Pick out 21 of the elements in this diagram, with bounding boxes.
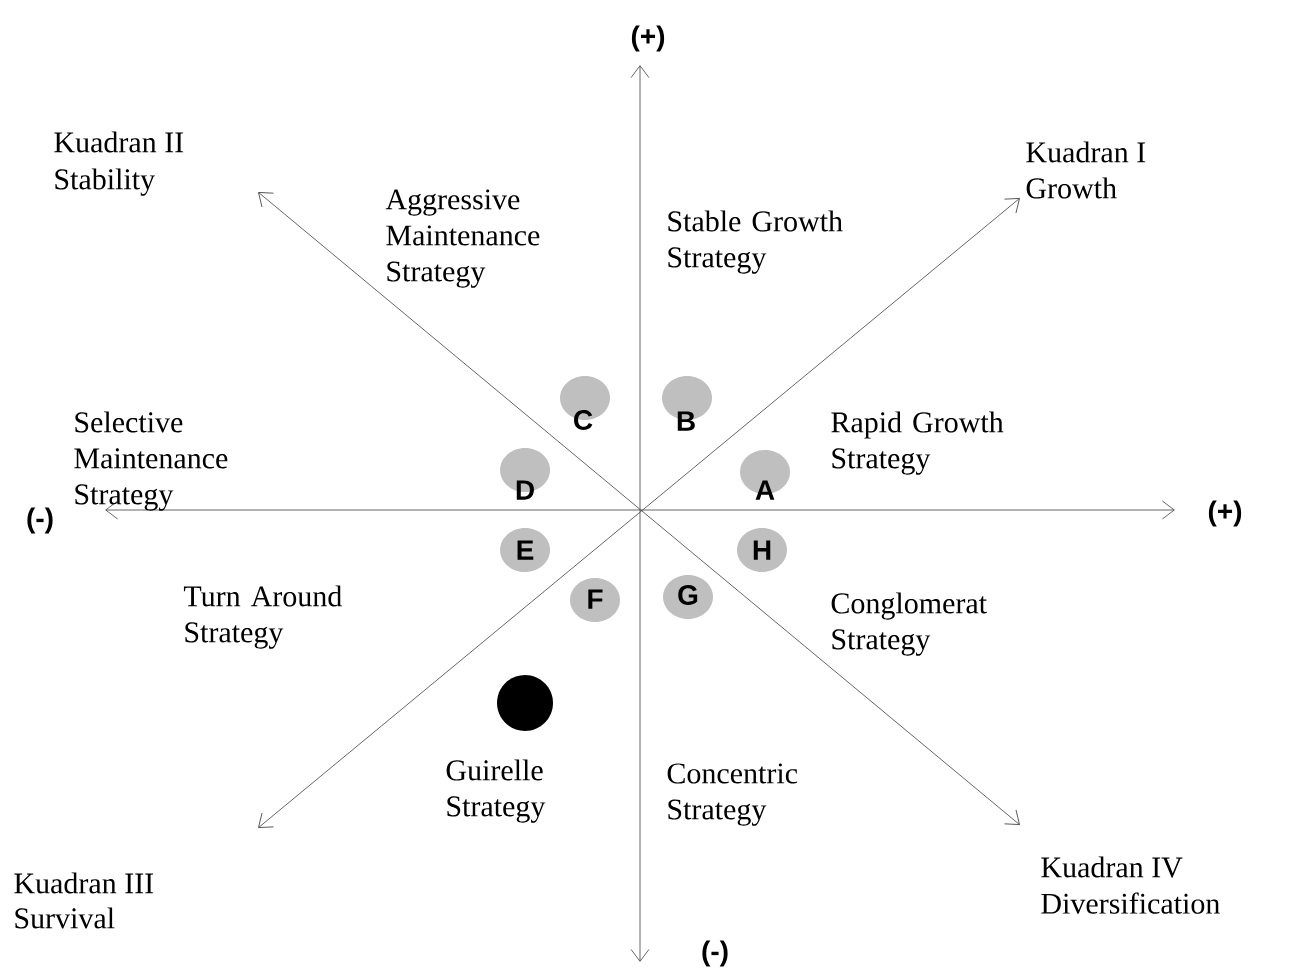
quadrant-label: Diversification xyxy=(1041,892,1220,914)
strategy-label: Concentric Strategy xyxy=(667,763,798,826)
axis-sign: (+) xyxy=(1208,500,1242,527)
quadrant-label: Kuadran I xyxy=(1026,141,1146,163)
quadrant-label: Kuadran III xyxy=(14,872,154,894)
quadrant-label: Survival xyxy=(15,907,115,929)
strategy-label: Aggressive Maintenance Strategy xyxy=(385,189,540,288)
strategy-label: Selective Maintenance Strategy xyxy=(74,411,228,511)
strategy-label: Conglomerat Strategy xyxy=(831,592,987,656)
strategy-label: Rapid Growth Strategy xyxy=(831,411,1004,475)
strategy-label: Turn Around Strategy xyxy=(183,585,342,649)
strategy-label: Stable Growth Strategy xyxy=(668,210,843,274)
strategy-label: Guirelle Strategy xyxy=(446,759,546,823)
axis-sign: (+) xyxy=(631,25,665,52)
quadrant-label: Stability xyxy=(55,168,155,196)
axis-sign: (-) xyxy=(27,507,53,534)
quadrant-label: Kuadran IV xyxy=(1041,856,1183,878)
axis-sign: (-) xyxy=(702,940,728,967)
quadrant-label: Kuadran II xyxy=(54,131,184,153)
quadrant-label: Growth xyxy=(1026,177,1117,199)
position-dot xyxy=(497,675,553,731)
